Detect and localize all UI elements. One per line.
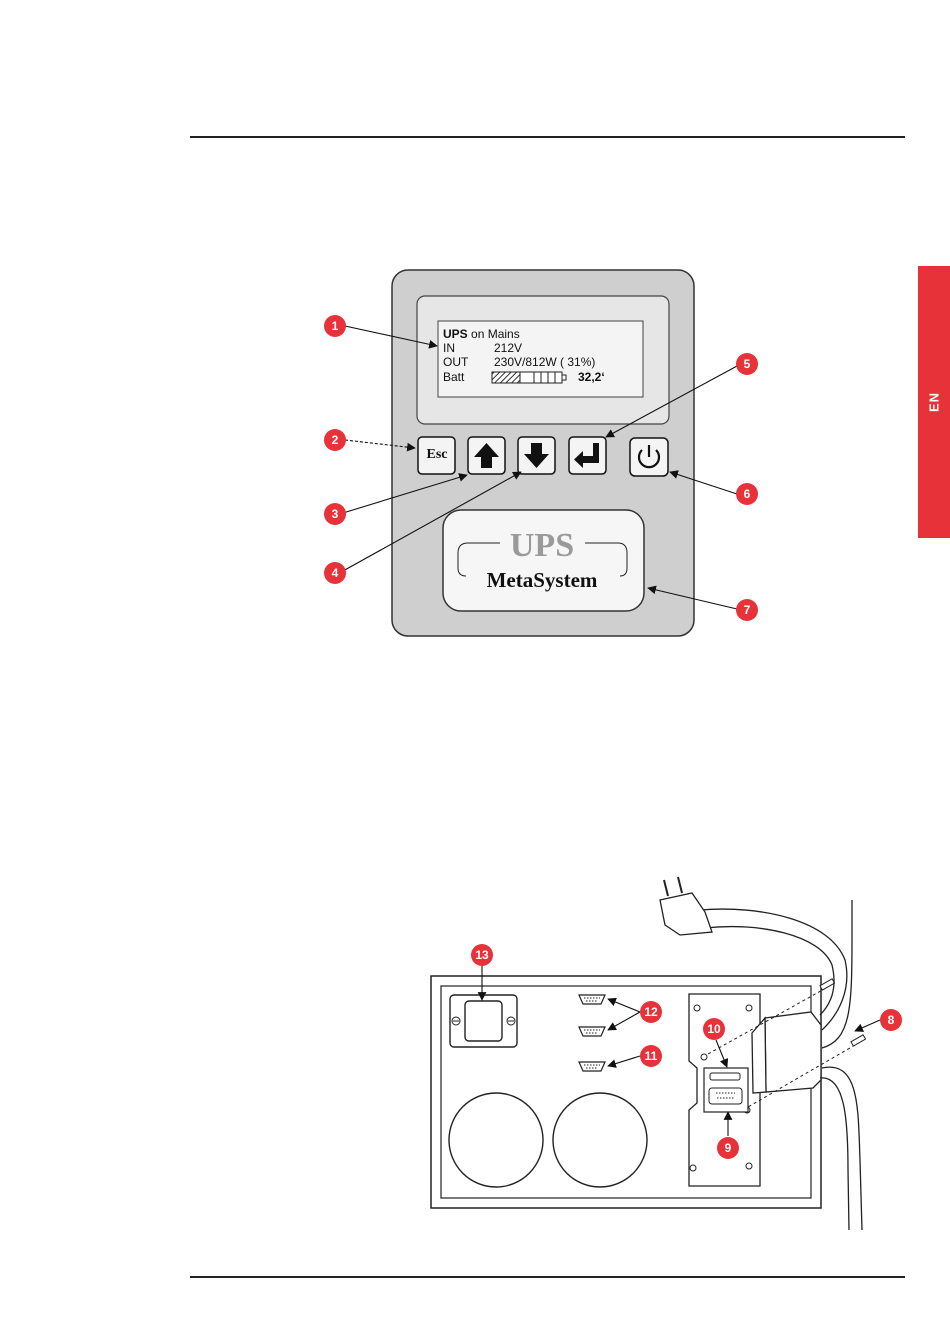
logo-metasystem-text: MetaSystem [487, 568, 598, 592]
svg-text:11: 11 [645, 1049, 658, 1063]
svg-text:2: 2 [332, 433, 339, 447]
enter-button[interactable] [569, 437, 606, 474]
lcd-display: UPS on Mains IN 212V OUT 230V/812W ( 31%… [417, 296, 669, 424]
callout-5: 5 [736, 353, 758, 375]
screw-icon [851, 1035, 866, 1046]
svg-text:12: 12 [644, 1005, 658, 1019]
callout-13: 13 [471, 944, 493, 966]
callout-2: 2 [324, 429, 346, 451]
power-inlet [450, 995, 517, 1047]
svg-text:7: 7 [744, 603, 751, 617]
svg-text:6: 6 [744, 487, 751, 501]
callout-1: 1 [324, 315, 346, 337]
callout-8: 8 [880, 1009, 902, 1031]
esc-button[interactable]: Esc [418, 437, 455, 474]
callout-4: 4 [324, 562, 346, 584]
callout-9: 9 [717, 1137, 739, 1159]
svg-text:9: 9 [725, 1141, 732, 1155]
svg-text:10: 10 [707, 1022, 721, 1036]
lcd-out-label: OUT [443, 355, 469, 369]
lcd-out-value: 230V/812W ( 31%) [494, 355, 595, 369]
callout-6: 6 [736, 483, 758, 505]
callout-10: 10 [703, 1018, 725, 1040]
svg-text:5: 5 [744, 357, 751, 371]
callout-12: 12 [640, 1001, 662, 1023]
lcd-in-label: IN [443, 341, 455, 355]
lcd-batt-label: Batt [443, 370, 465, 384]
callout-3: 3 [324, 503, 346, 525]
lcd-in-value: 212V [494, 341, 522, 355]
svg-text:13: 13 [475, 948, 489, 962]
logo-ups-text: UPS [510, 527, 574, 564]
lcd-batt-value: 32,2‘ [578, 370, 605, 384]
fan-vent-right [553, 1093, 647, 1187]
serial-port-1[interactable] [579, 995, 605, 1004]
svg-text:1: 1 [332, 319, 339, 333]
svg-text:8: 8 [888, 1013, 895, 1027]
battery-fill [492, 372, 520, 383]
svg-text:4: 4 [332, 566, 339, 580]
power-button[interactable] [630, 438, 668, 476]
screw-icon [820, 979, 835, 990]
serial-port-3[interactable] [579, 1062, 605, 1071]
front-panel: UPS on Mains IN 212V OUT 230V/812W ( 31%… [392, 270, 694, 636]
brand-logo: UPS MetaSystem [443, 510, 644, 611]
battery-gauge [492, 372, 566, 383]
lcd-line-status: UPS on Mains [443, 327, 520, 341]
callout-7: 7 [736, 599, 758, 621]
svg-text:3: 3 [332, 507, 339, 521]
mains-plug-icon [660, 877, 712, 935]
down-button[interactable] [518, 437, 555, 474]
up-button[interactable] [468, 437, 505, 474]
serial-port-2[interactable] [579, 1027, 605, 1036]
callout-11: 11 [640, 1045, 662, 1067]
fan-vent-left [449, 1093, 543, 1187]
esc-button-label: Esc [427, 447, 448, 462]
